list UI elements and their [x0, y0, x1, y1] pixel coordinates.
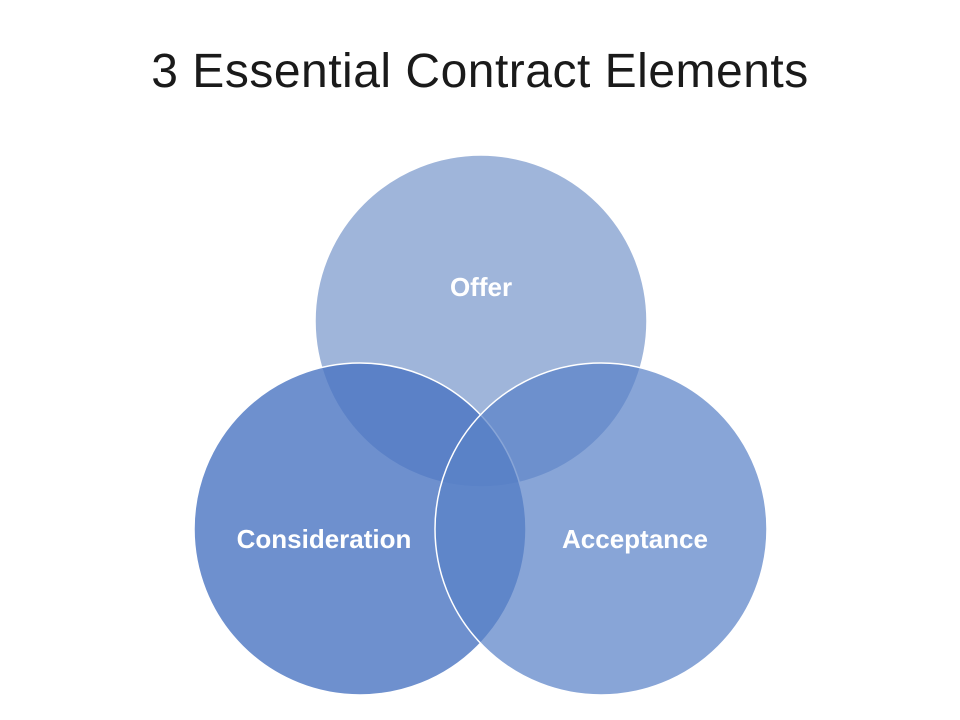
slide-title: 3 Essential Contract Elements — [151, 45, 809, 98]
venn-circle-acceptance — [434, 362, 768, 696]
venn-label-offer: Offer — [450, 272, 512, 302]
venn-label-consideration: Consideration — [237, 524, 412, 554]
venn-label-acceptance: Acceptance — [562, 524, 708, 554]
